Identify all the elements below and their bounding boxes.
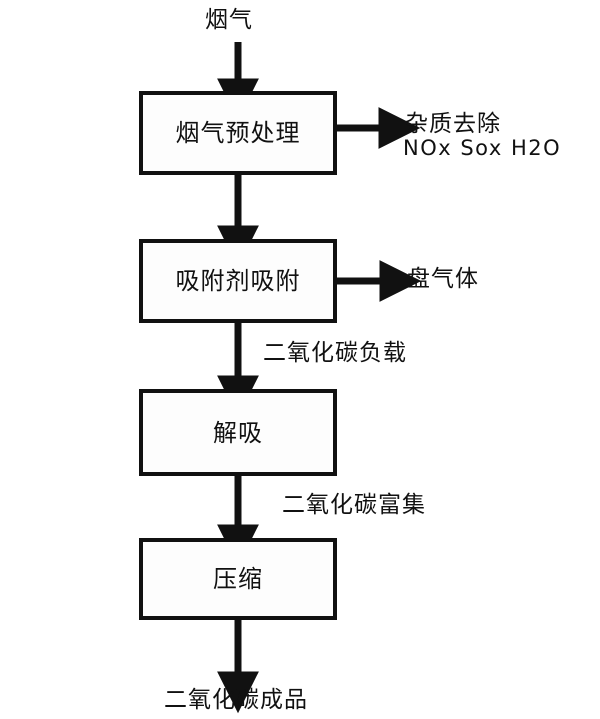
side-output-impurity-formula: NOx Sox H2O xyxy=(403,136,562,160)
outlet-stream-label: 二氧化碳成品 xyxy=(164,687,308,713)
process-box-adsorption-label: 吸附剂吸附 xyxy=(175,267,301,295)
side-output-clean-gas-label: 盘气体 xyxy=(407,266,479,292)
process-box-compression-label: 压缩 xyxy=(213,565,263,593)
side-output-impurity-label: 杂质去除 xyxy=(405,111,501,137)
process-box-compression[interactable]: 压缩 xyxy=(139,538,337,620)
inlet-stream-label: 烟气 xyxy=(205,7,253,33)
stream-label-co2-loaded: 二氧化碳负载 xyxy=(263,340,407,366)
process-box-adsorption[interactable]: 吸附剂吸附 xyxy=(139,239,337,323)
process-box-desorption-label: 解吸 xyxy=(213,418,263,447)
process-box-pretreatment-label: 烟气预处理 xyxy=(175,119,301,147)
process-box-pretreatment[interactable]: 烟气预处理 xyxy=(139,91,337,175)
stream-label-co2-rich: 二氧化碳富集 xyxy=(282,492,426,518)
process-box-desorption[interactable]: 解吸 xyxy=(139,389,337,476)
